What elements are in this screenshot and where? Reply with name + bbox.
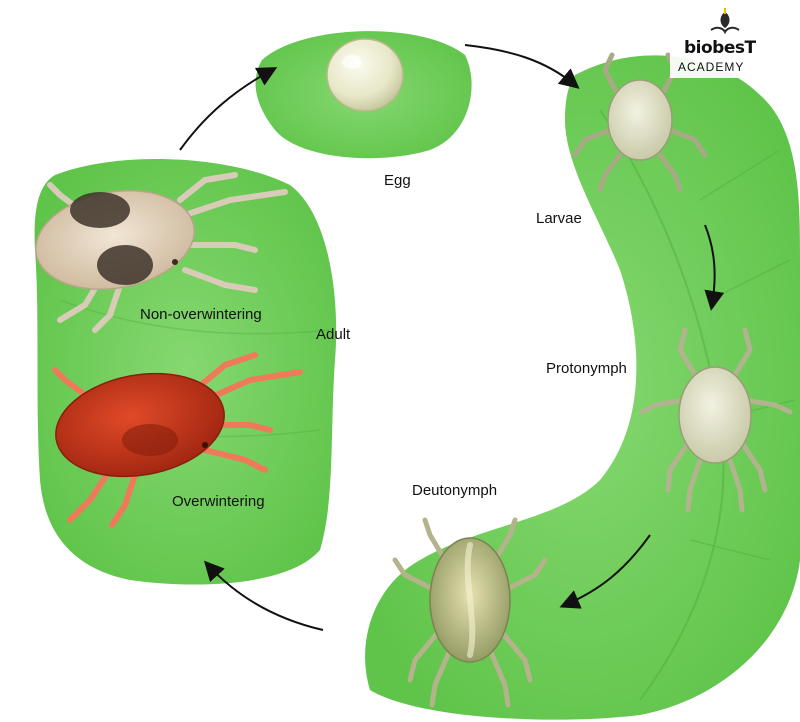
label-adult: Adult: [316, 326, 351, 343]
label-deutonymph: Deutonymph: [412, 482, 498, 499]
overwintering-mite: [52, 352, 303, 528]
leaf-book-icon: [710, 8, 740, 35]
leaf-vein: [689, 149, 796, 561]
arrow-deutonymph-to-adult: [203, 560, 324, 631]
logo-subtitle: ACADEMY: [678, 60, 745, 74]
arrow-protonymph-to-deutonymph: [559, 534, 651, 609]
label-larvae: Larvae: [536, 210, 582, 227]
label-egg: Egg: [384, 172, 411, 189]
logo-brand: biobesT: [684, 38, 756, 58]
arrow-egg-to-larvae: [464, 44, 580, 89]
label-overwintering: Overwintering: [172, 493, 265, 510]
label-protonymph: Protonymph: [546, 360, 627, 377]
protonymph-mite: [639, 327, 793, 513]
biobest-academy-logo: biobesT ACADEMY: [670, 8, 780, 78]
label-non-overwintering: Non-overwintering: [140, 306, 262, 323]
arrow-adult-to-egg: [179, 67, 278, 151]
egg-illustration: [326, 38, 404, 112]
deutonymph-mite: [392, 517, 548, 708]
arrow-larvae-to-protonymph: [704, 224, 725, 311]
non-overwintering-mite: [35, 172, 288, 333]
